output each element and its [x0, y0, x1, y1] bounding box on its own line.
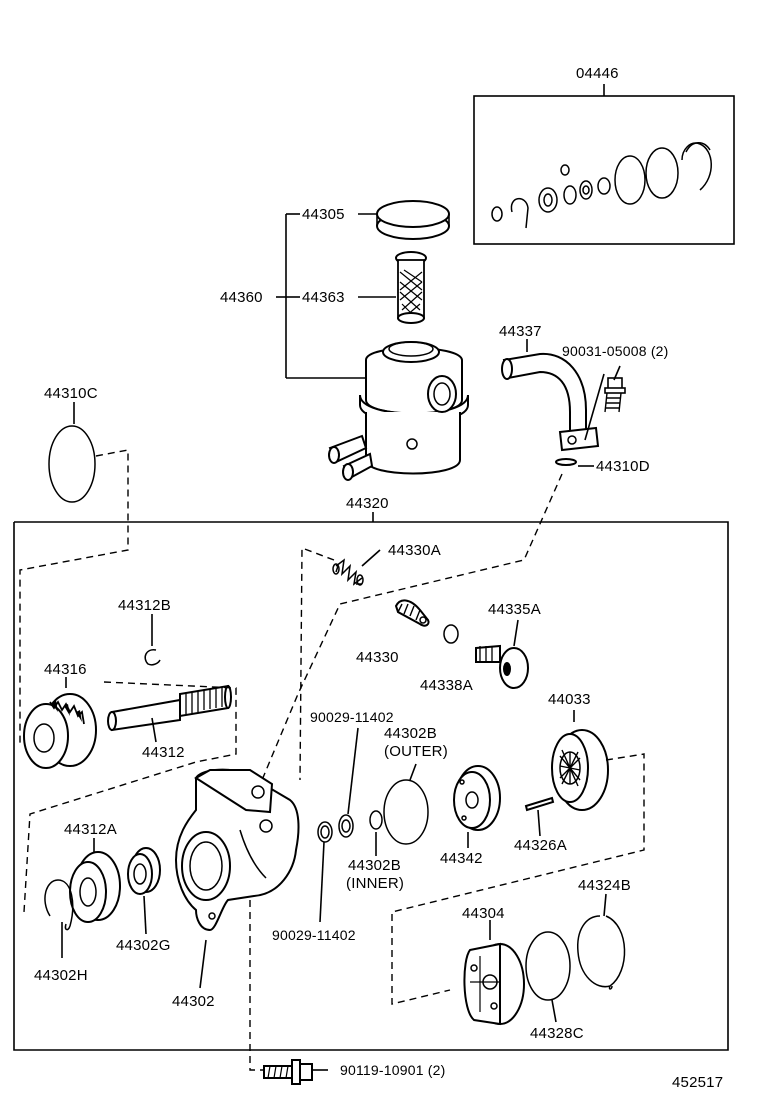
- union-bolt: [604, 377, 626, 413]
- o-ring-44328c: [525, 931, 571, 1023]
- o-ring-44302b-outer: [383, 763, 429, 845]
- label-44337: 44337: [499, 323, 542, 340]
- label-90031-05008: 90031-05008 (2): [562, 343, 669, 359]
- valve-plug-44335a: [475, 619, 529, 689]
- pin-44326a: [524, 796, 555, 837]
- o-ring-44310c: [19, 402, 129, 746]
- label-90029-11402-top: 90029-11402: [310, 709, 394, 725]
- snap-ring-44302h: [44, 879, 74, 958]
- flow-control-valve: [394, 599, 430, 627]
- pump-assembly-box: [13, 512, 729, 1051]
- label-44302b-outer-note: (OUTER): [384, 743, 448, 760]
- gasket-kit-parts: [491, 142, 712, 229]
- snap-ring-44312b: [144, 614, 161, 666]
- pump-body-44302: [174, 768, 300, 989]
- o-rings-90029: [317, 727, 359, 923]
- label-44330a: 44330A: [388, 542, 441, 559]
- snap-ring-44324b: [577, 893, 626, 990]
- label-44310d: 44310D: [596, 458, 650, 475]
- label-44302h: 44302H: [34, 967, 88, 984]
- label-90029-11402-bottom: 90029-11402: [272, 927, 356, 943]
- spring-44330a: [299, 546, 381, 781]
- oil-seal-44302g: [127, 847, 161, 935]
- label-44310c: 44310C: [44, 385, 98, 402]
- label-44324b: 44324B: [578, 877, 631, 894]
- reservoir-group: [276, 200, 469, 481]
- label-44305: 44305: [302, 206, 345, 223]
- label-44316: 44316: [44, 661, 87, 678]
- cam-ring-44033: [391, 710, 645, 1005]
- label-44302g: 44302G: [116, 937, 171, 954]
- reservoir-tank: [328, 341, 469, 481]
- reservoir-cap: [376, 200, 450, 240]
- o-ring-44302b-inner: [369, 810, 383, 830]
- label-44302: 44302: [172, 993, 215, 1010]
- o-ring-44338a: [443, 624, 459, 644]
- label-44335a: 44335A: [488, 601, 541, 618]
- label-44326a: 44326A: [514, 837, 567, 854]
- label-44338a: 44338A: [420, 677, 473, 694]
- side-plate-44342: [453, 765, 501, 848]
- label-44363: 44363: [302, 289, 345, 306]
- label-44033: 44033: [548, 691, 591, 708]
- shaft-44312: [23, 681, 237, 913]
- label-figure-number: 452517: [672, 1074, 724, 1091]
- suction-port-union: [501, 339, 626, 467]
- label-04446: 04446: [576, 65, 619, 82]
- label-44302b-inner-note: (INNER): [346, 875, 405, 892]
- label-44312b: 44312B: [118, 597, 171, 614]
- gasket-kit-box: [473, 84, 735, 245]
- label-44330: 44330: [356, 649, 399, 666]
- label-44312a: 44312A: [64, 821, 117, 838]
- label-44304: 44304: [462, 905, 505, 922]
- label-44360: 44360: [220, 289, 263, 306]
- label-90119-10901: 90119-10901 (2): [340, 1062, 446, 1078]
- label-44328c: 44328C: [530, 1025, 584, 1042]
- pulley-hub-44316: [23, 677, 97, 769]
- label-44302b-outer: 44302B: [384, 725, 437, 742]
- rear-housing-44304: [463, 920, 525, 1026]
- label-44320: 44320: [346, 495, 389, 512]
- label-44302b-inner: 44302B: [348, 857, 401, 874]
- reservoir-strainer: [395, 251, 427, 324]
- bearing-44312a: [69, 838, 121, 923]
- label-44312: 44312: [142, 744, 185, 761]
- label-44342: 44342: [440, 850, 483, 867]
- bolt-90119: [249, 900, 328, 1085]
